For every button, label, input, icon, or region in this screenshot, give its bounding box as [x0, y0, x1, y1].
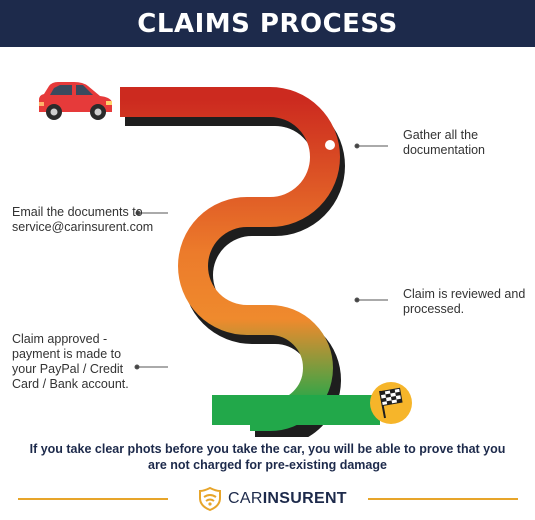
- winding-road: [120, 87, 340, 431]
- footer-divider-left: [18, 498, 168, 500]
- step-dot-4: [182, 362, 192, 372]
- claims-road-diagram: [39, 82, 412, 437]
- road-shadow-path: [125, 96, 345, 437]
- brand-name-car: CAR: [228, 490, 263, 507]
- step-claim-approved: Claim approved - payment is made to your…: [12, 332, 129, 391]
- brand-name-insurent: INSURENT: [262, 490, 347, 507]
- step-email-documents: Email the documents to service@carinsure…: [12, 205, 154, 234]
- step-dot-3: [325, 295, 335, 305]
- step-gather-documentation: Gather all the documentation: [403, 128, 486, 157]
- step-dot-2: [185, 208, 195, 218]
- photo-tip-note: If you take clear phots before you take …: [29, 442, 506, 472]
- footer-divider-right: [368, 498, 518, 500]
- step-claim-reviewed: Claim is reviewed and processed.: [403, 287, 526, 316]
- red-car-icon: [39, 82, 112, 120]
- brand-logo: CARINSURENT: [198, 485, 347, 513]
- page-title: CLAIMS PROCESS: [137, 8, 398, 39]
- header-bar: CLAIMS PROCESS: [0, 0, 535, 47]
- checkered-flag-icon: [370, 382, 412, 424]
- step-dot-1: [325, 140, 335, 150]
- shield-logo-icon: [199, 486, 221, 512]
